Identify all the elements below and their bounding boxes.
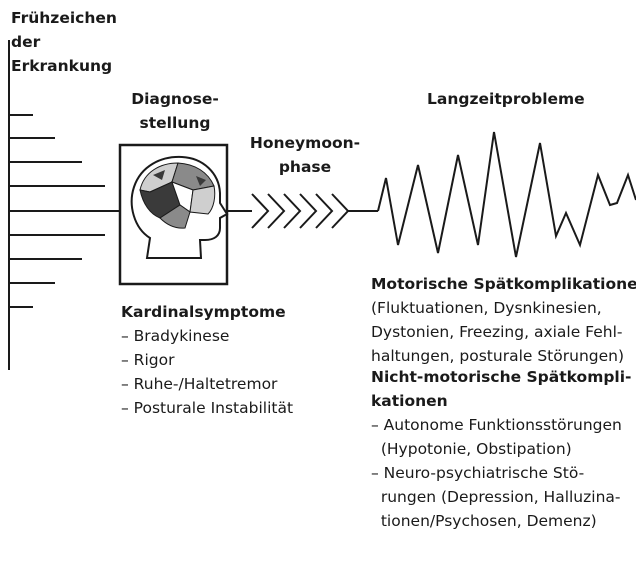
diagnosis-line-1: Diagnose- bbox=[115, 87, 235, 111]
diagnosis-label: Diagnose- stellung bbox=[115, 87, 235, 135]
cardinal-title: Kardinalsymptome bbox=[121, 300, 293, 324]
motor-line: (Fluktuationen, Dysnkinesien, bbox=[371, 296, 636, 320]
early-signs-line-2: der bbox=[11, 30, 117, 54]
nonmotor-line: rungen (Depression, Halluzina- bbox=[371, 485, 632, 509]
diagnosis-line-2: stellung bbox=[115, 111, 235, 135]
nonmotor-title-line: Nicht-motorische Spätkompli- bbox=[371, 365, 632, 389]
cardinal-item: – Posturale Instabilität bbox=[121, 396, 293, 420]
early-signs-line-1: Frühzeichen bbox=[11, 6, 117, 30]
cardinal-item: – Bradykinese bbox=[121, 324, 293, 348]
early-signs-line-3: Erkrankung bbox=[11, 54, 117, 78]
nonmotor-line: – Neuro-psychiatrische Stö- bbox=[371, 461, 632, 485]
honeymoon-label: Honeymoon- phase bbox=[240, 131, 370, 179]
nonmotor-line: (Hypotonie, Obstipation) bbox=[371, 437, 632, 461]
cardinal-list: – Bradykinese – Rigor – Ruhe-/Haltetremo… bbox=[121, 324, 293, 420]
honeymoon-line-1: Honeymoon- bbox=[240, 131, 370, 155]
early-signs-ticks bbox=[9, 115, 120, 307]
motor-complications-block: Motorische Spätkomplikationen (Fluktuati… bbox=[371, 272, 636, 368]
cardinal-item: – Ruhe-/Haltetremor bbox=[121, 372, 293, 396]
nonmotor-line: – Autonome Funktionsstörungen bbox=[371, 413, 632, 437]
early-signs-label: Frühzeichen der Erkrankung bbox=[11, 6, 117, 78]
honeymoon-chevrons bbox=[252, 194, 348, 228]
cardinal-item: – Rigor bbox=[121, 348, 293, 372]
nonmotor-title-line: kationen bbox=[371, 389, 632, 413]
motor-line: Dystonien, Freezing, axiale Fehl- bbox=[371, 320, 636, 344]
longterm-title: Langzeitprobleme bbox=[427, 87, 585, 111]
honeymoon-line-2: phase bbox=[240, 155, 370, 179]
nonmotor-line: tionen/Psychosen, Demenz) bbox=[371, 509, 632, 533]
nonmotor-complications-block: Nicht-motorische Spätkompli- kationen – … bbox=[371, 365, 632, 533]
motor-title: Motorische Spätkomplikationen bbox=[371, 272, 636, 296]
cardinal-symptoms-block: Kardinalsymptome – Bradykinese – Rigor –… bbox=[121, 300, 293, 420]
longterm-zigzag bbox=[378, 132, 636, 257]
